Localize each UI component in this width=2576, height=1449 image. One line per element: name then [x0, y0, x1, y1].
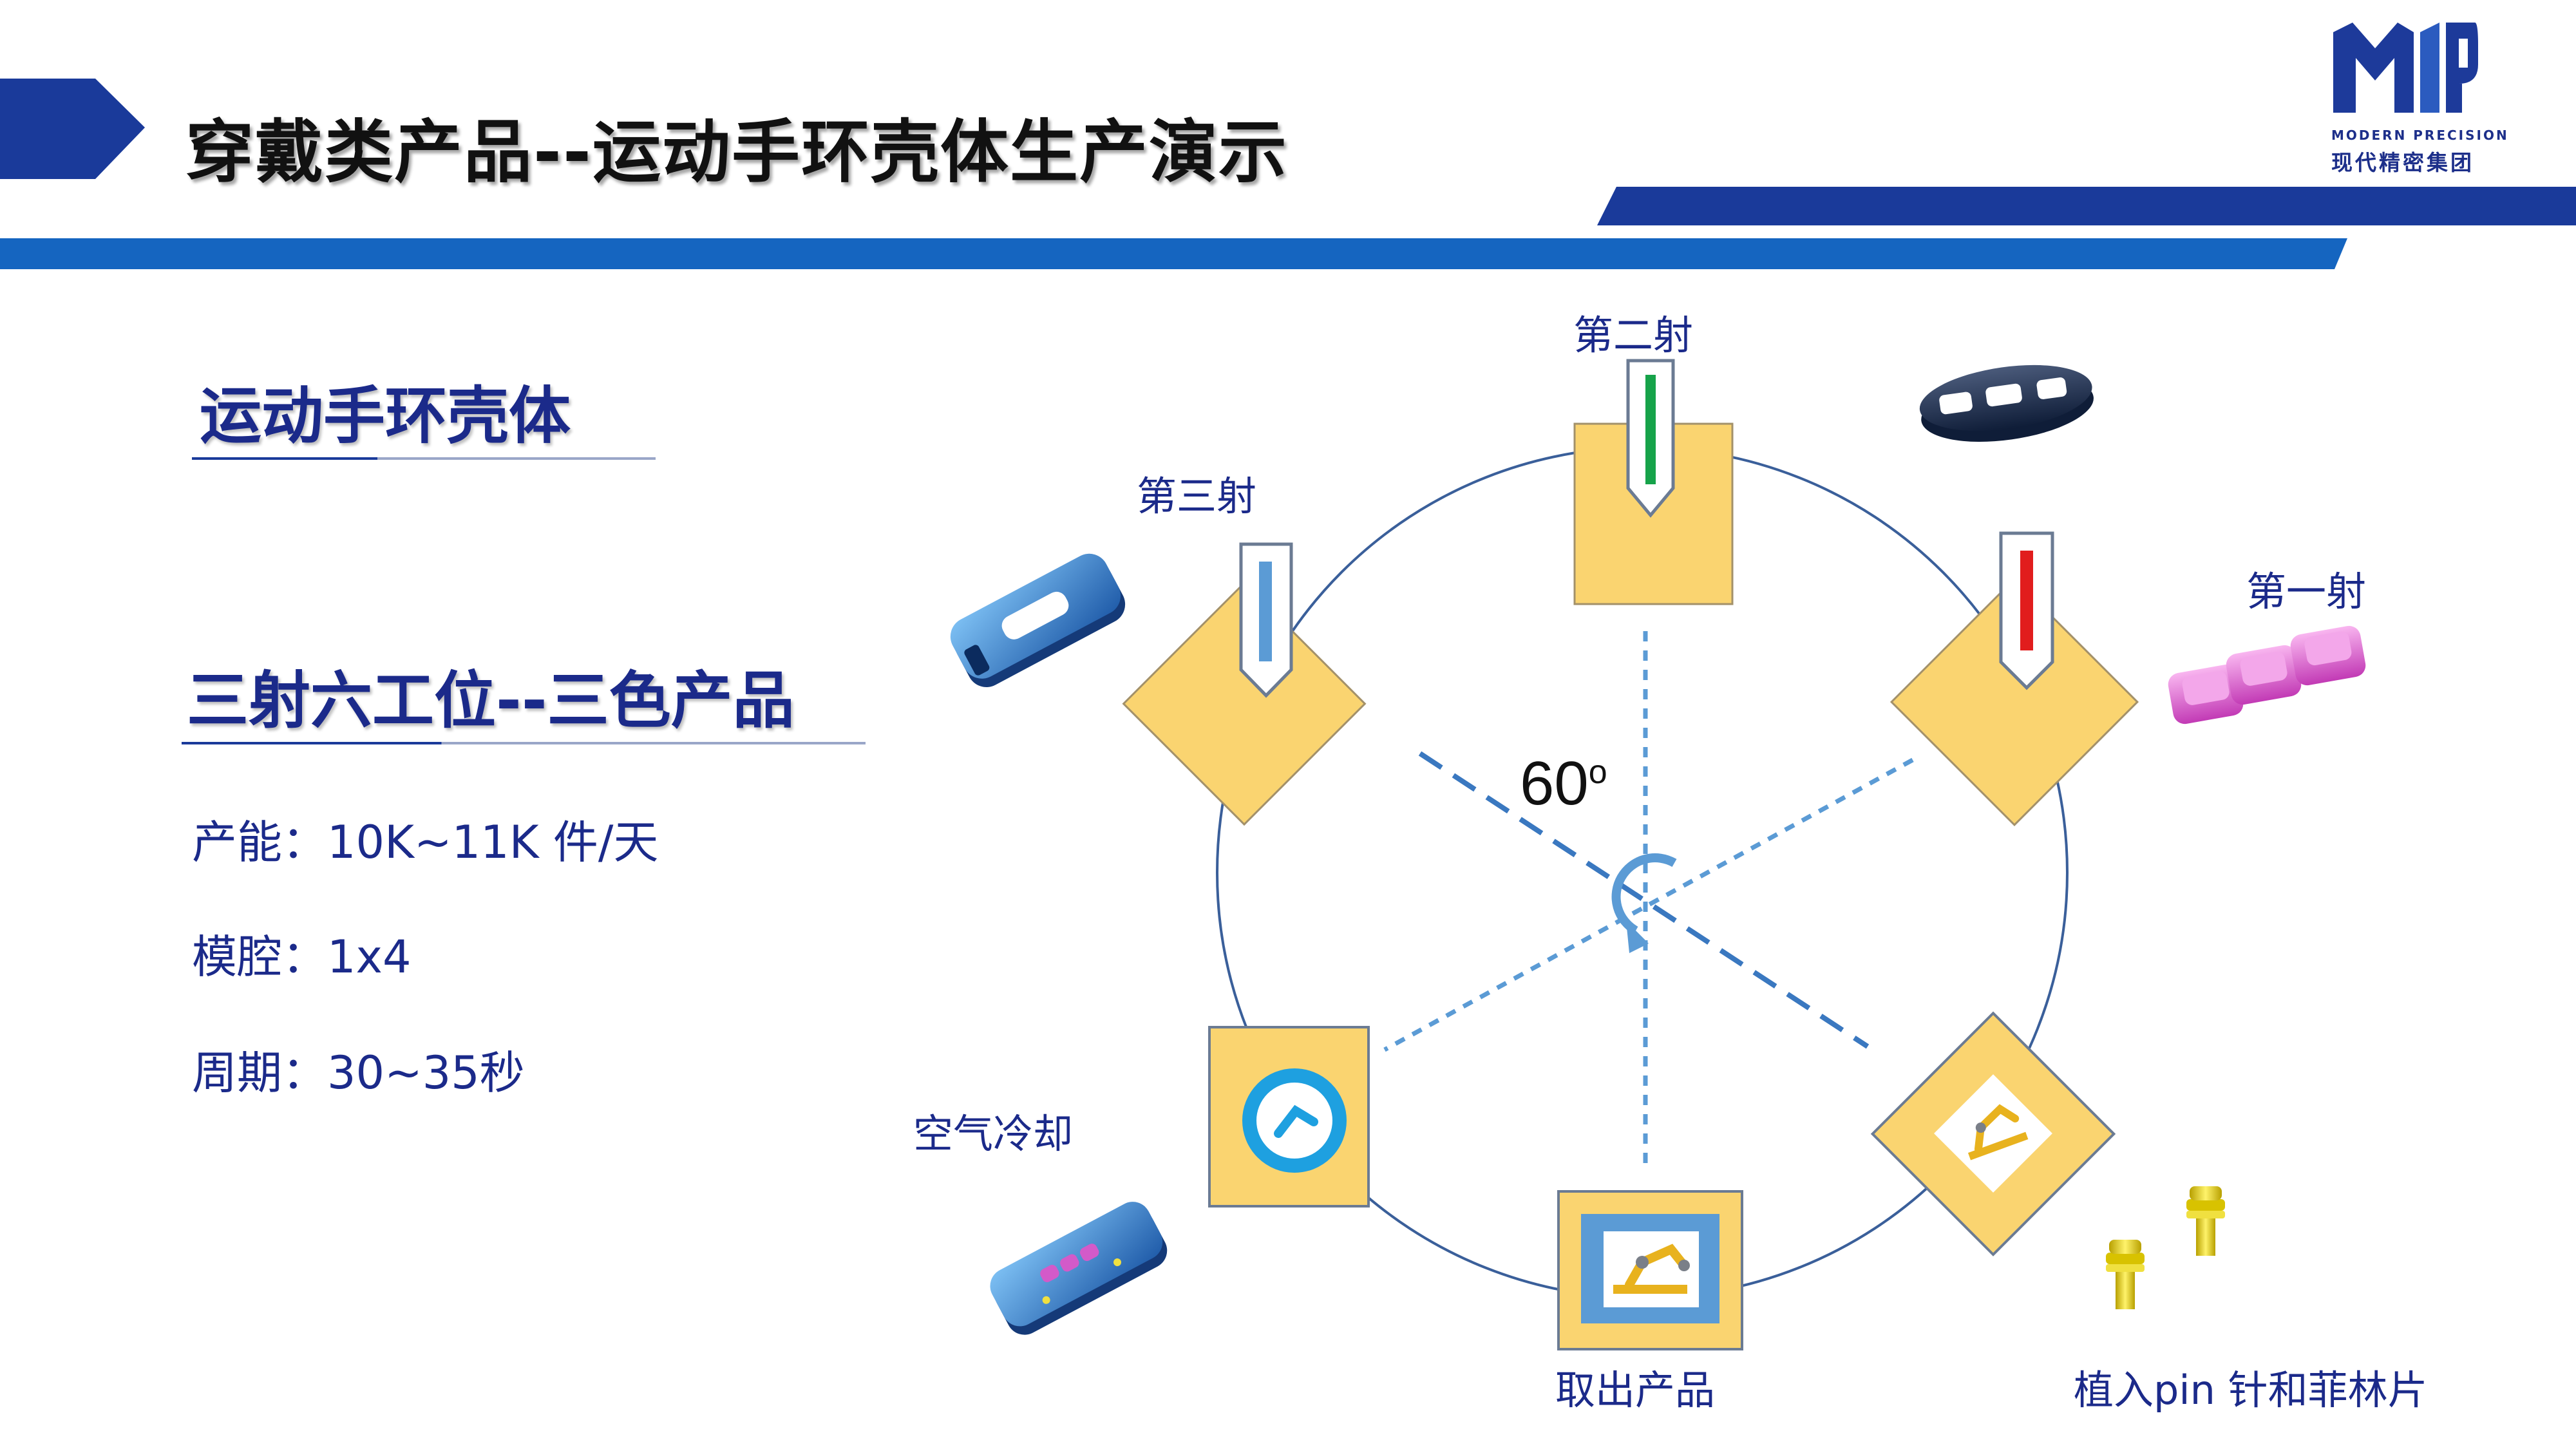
label-air-cooling: 空气冷却: [913, 1110, 1074, 1157]
header-top-band: [1597, 187, 2576, 225]
subsection-title-underline: [182, 742, 866, 744]
label-shot-three: 第三射: [1137, 473, 1257, 520]
rotation-arrow-icon: [1611, 853, 1677, 953]
label-take-out: 取出产品: [1555, 1367, 1716, 1414]
robot-arm-icon-2: [1967, 1104, 2029, 1160]
cooling-timer-icon: [1242, 1068, 1347, 1173]
product-cooled-shell: [990, 1202, 1168, 1335]
robot-arm-icon: [1613, 1244, 1690, 1294]
page-title: 穿戴类产品--运动手环壳体生产演示: [185, 113, 1288, 192]
product-pins-icon: [2106, 1186, 2225, 1309]
product-navy-frame: [1919, 365, 2094, 442]
logo-english-text: MODERN PRECISION: [2331, 128, 2509, 143]
logo-chinese-text: 现代精密集团: [2331, 150, 2474, 175]
spec-cavity: 模腔：1x4: [192, 931, 412, 983]
header-decoration: [0, 79, 2576, 269]
label-shot-one: 第一射: [2246, 568, 2367, 615]
section-title-underline: [192, 457, 656, 460]
angle-label: 60o: [1520, 749, 1607, 818]
header-arrow: [0, 79, 145, 179]
station-shot-three: [1122, 582, 1367, 826]
company-logo-icon: [2333, 23, 2478, 113]
product-blue-shell: [950, 553, 1126, 687]
section-title: 运动手环壳体: [200, 380, 571, 452]
header-bottom-band: [0, 238, 2347, 269]
spec-cycle: 周期：30~35秒: [192, 1046, 525, 1099]
subsection-title: 三射六工位--三色产品: [187, 665, 795, 737]
axis-diagonal-b: [1418, 751, 1870, 1049]
label-shot-two: 第二射: [1573, 312, 1694, 359]
label-insert-pin: 植入pin 针和菲林片: [2074, 1367, 2428, 1414]
product-pink-keys: [2168, 625, 2366, 724]
axis-diagonal-a: [1383, 757, 1914, 1052]
spec-capacity: 产能：10K~11K 件/天: [192, 816, 659, 869]
station-shot-one: [1889, 577, 2139, 827]
